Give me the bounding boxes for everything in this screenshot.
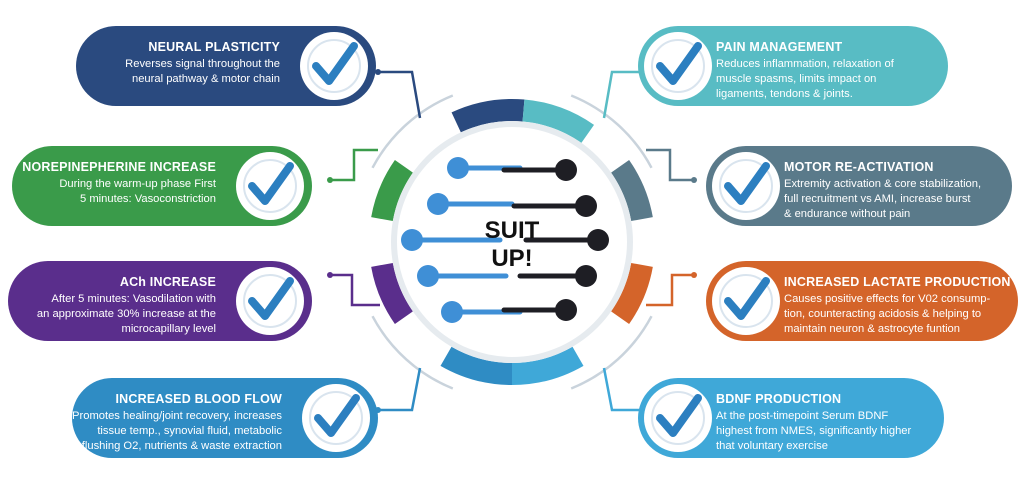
neuron-node-blue xyxy=(441,301,463,323)
card-title: MOTOR RE-ACTIVATION xyxy=(784,160,934,174)
neuron-node-dark xyxy=(555,299,577,321)
card-description: Promotes healing/joint recovery, increas… xyxy=(72,410,282,452)
card-neural: NEURAL PLASTICITY Reverses signal through… xyxy=(76,26,376,106)
card-title: NEURAL PLASTICITY xyxy=(148,40,280,54)
wheel-segment-neural xyxy=(451,99,525,133)
connector-dot-neural xyxy=(375,69,381,75)
neuron-node-blue xyxy=(401,229,423,251)
card-title: PAIN MANAGEMENT xyxy=(716,40,843,54)
card-description: Reverses signal throughout the neural pa… xyxy=(125,58,280,85)
neuron-node-dark xyxy=(575,195,597,217)
connector-norepi xyxy=(330,148,378,182)
card-description: Causes positive effects for V02 consump-… xyxy=(784,293,991,335)
checkmark-icon xyxy=(644,384,712,452)
checkmark-icon xyxy=(712,267,780,335)
wheel-segment-norepi xyxy=(371,159,414,222)
center-title-line1: SUIT xyxy=(485,217,540,244)
outer-ring-arc xyxy=(371,315,454,390)
outer-ring-arc xyxy=(570,94,653,169)
card-ach: ACh INCREASE After 5 minutes: Vasodilatio… xyxy=(8,261,312,341)
checkmark-icon xyxy=(300,32,368,100)
checkmark-icon xyxy=(236,267,304,335)
connector-lactate xyxy=(646,273,694,307)
card-description: During the warm-up phase First 5 minutes… xyxy=(59,178,216,205)
checkmark-icon xyxy=(644,32,712,100)
wheel-segment-lactate xyxy=(610,262,653,325)
card-title: ACh INCREASE xyxy=(119,275,216,289)
card-title: INCREASED BLOOD FLOW xyxy=(115,392,282,406)
neuron-node-blue xyxy=(427,193,449,215)
center-disc xyxy=(400,130,624,354)
connector-dot-ach xyxy=(327,272,333,278)
card-bdnf: BDNF PRODUCTION At the post-timepoint Ser… xyxy=(638,378,944,458)
card-description: Reduces inflammation, relaxation of musc… xyxy=(716,58,894,100)
card-blood: INCREASED BLOOD FLOW Promotes healing/joi… xyxy=(72,378,378,458)
card-pain: PAIN MANAGEMENT Reduces inflammation, rel… xyxy=(638,26,948,106)
center-title-line2: UP! xyxy=(491,245,532,272)
card-title: BDNF PRODUCTION xyxy=(716,392,842,406)
wheel-segment-pain xyxy=(522,99,595,144)
card-description: Extremity activation & core stabilizatio… xyxy=(784,178,982,220)
connector-blood xyxy=(378,367,422,412)
card-norepi: NOREPINEPHERINE INCREASE During the warm-… xyxy=(12,146,312,226)
checkmark-icon xyxy=(712,152,780,220)
outer-ring-arc xyxy=(570,315,653,390)
card-title: INCREASED LACTATE PRODUCTION xyxy=(784,275,1011,289)
card-lactate: INCREASED LACTATE PRODUCTION Causes posit… xyxy=(706,261,1018,341)
neuron-node-dark xyxy=(555,159,577,181)
card-title: NOREPINEPHERINE INCREASE xyxy=(22,160,216,174)
checkmark-icon xyxy=(236,152,304,220)
connector-dot-lactate xyxy=(691,272,697,278)
outer-ring-arc xyxy=(371,94,454,169)
wheel-segment-motor xyxy=(610,159,653,222)
wheel-segment-blood xyxy=(440,346,513,385)
connector-motor xyxy=(646,148,694,182)
checkmark-icon xyxy=(302,384,370,452)
neuron-node-blue xyxy=(417,265,439,287)
wheel-segment-bdnf xyxy=(511,346,584,385)
connector-bdnf xyxy=(602,367,646,412)
neuron-node-blue xyxy=(447,157,469,179)
neuron-node-dark xyxy=(575,265,597,287)
card-motor: MOTOR RE-ACTIVATION Extremity activation … xyxy=(706,146,1012,226)
card-description: At the post-timepoint Serum BDNF highest… xyxy=(716,410,912,452)
inner-ring xyxy=(391,121,633,363)
wheel-segment-ach xyxy=(371,262,414,325)
connector-neural xyxy=(378,70,422,119)
neuron-node-dark xyxy=(587,229,609,251)
connector-dot-motor xyxy=(691,177,697,183)
card-description: After 5 minutes: Vasodilation with an ap… xyxy=(36,293,216,335)
connector-pain xyxy=(602,70,646,119)
connector-ach xyxy=(330,273,380,307)
connector-dot-norepi xyxy=(327,177,333,183)
